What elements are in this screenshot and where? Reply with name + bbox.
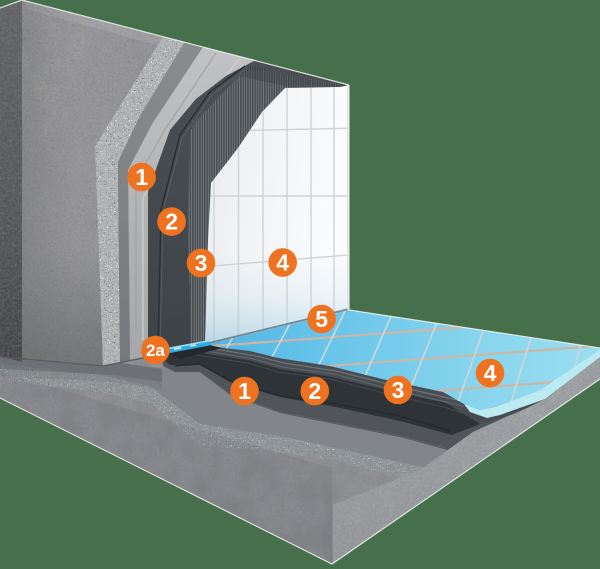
svg-text:1: 1 <box>238 378 251 404</box>
svg-text:3: 3 <box>195 250 208 276</box>
svg-text:2: 2 <box>165 209 178 235</box>
svg-text:4: 4 <box>484 360 497 386</box>
svg-text:1: 1 <box>135 164 148 190</box>
svg-text:3: 3 <box>392 377 405 403</box>
svg-text:2: 2 <box>308 378 321 404</box>
svg-text:5: 5 <box>315 306 328 332</box>
svg-text:4: 4 <box>276 250 289 276</box>
svg-text:2a: 2a <box>146 341 165 360</box>
